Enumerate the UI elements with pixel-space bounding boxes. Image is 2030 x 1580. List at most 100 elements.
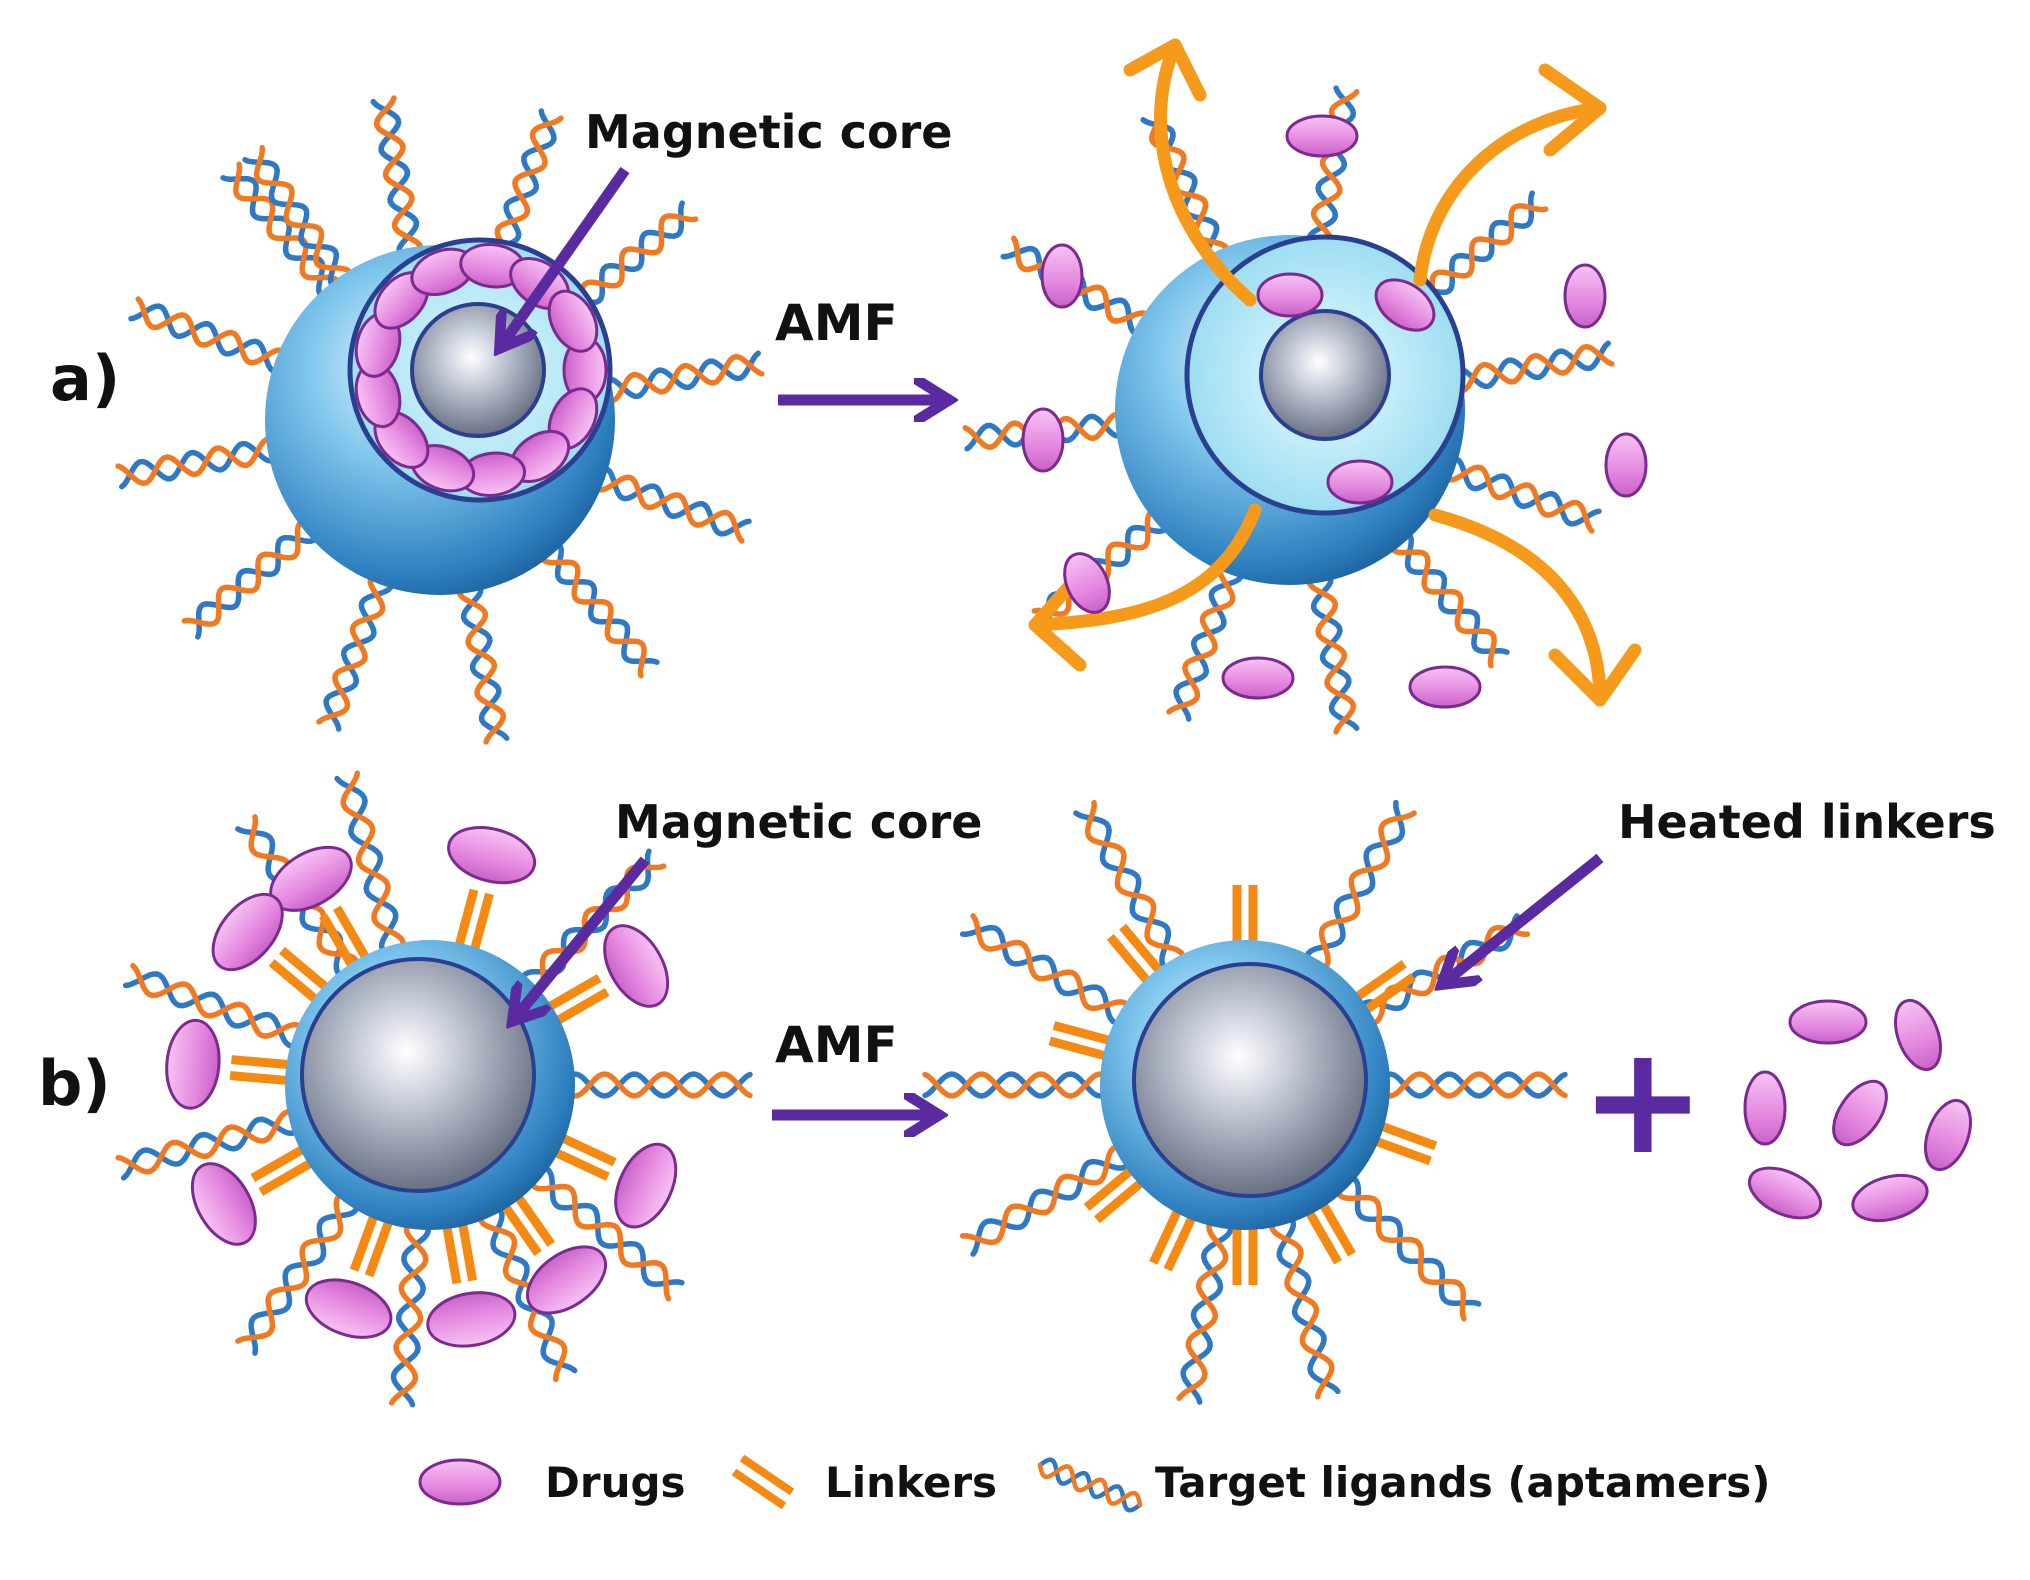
release-arrow	[1548, 643, 1642, 707]
linker	[319, 905, 374, 975]
drug	[1924, 1098, 1972, 1172]
legend-item-ligands: Target ligands (aptamers)	[1037, 1457, 1771, 1513]
linker	[547, 1130, 617, 1181]
callout-magnetic-core-b: Magnetic core	[615, 795, 982, 849]
magnetic-core-a1	[410, 302, 546, 438]
drug	[426, 1291, 517, 1348]
aptamer-ligand	[922, 1071, 1118, 1099]
aptamer-ligand	[1444, 340, 1615, 394]
release-arrow	[1028, 503, 1262, 632]
linker-icon	[731, 1454, 795, 1510]
linker	[1232, 885, 1258, 950]
drug	[1894, 998, 1942, 1072]
legend-label-linkers: Linkers	[825, 1458, 997, 1507]
drug	[1256, 272, 1324, 318]
linker	[1232, 1220, 1258, 1285]
linker	[229, 1055, 297, 1086]
drug	[1851, 1173, 1929, 1223]
release-arrow	[1538, 63, 1607, 157]
linker	[349, 1207, 396, 1278]
aptamer-ligand	[959, 1143, 1136, 1257]
aptamer-ligand	[370, 95, 424, 266]
aptamer-ligand	[557, 1071, 753, 1099]
legend-item-drugs: Drugs	[418, 1458, 686, 1507]
magnetic-core-a2	[1259, 309, 1391, 441]
linker	[1348, 960, 1417, 1018]
linker	[1367, 1119, 1438, 1166]
panel-b-label: b)	[38, 1047, 111, 1120]
drug	[1221, 656, 1295, 700]
callout-arrow-a	[502, 166, 630, 345]
drug	[447, 826, 537, 885]
linker	[1083, 1162, 1150, 1224]
drug	[1326, 459, 1394, 505]
release-arrow	[1123, 38, 1207, 102]
drug-ellipse-icon	[418, 1458, 502, 1506]
aptamer-ligand	[388, 1211, 431, 1408]
linker	[250, 1141, 320, 1196]
nanoparticle-b2	[1100, 940, 1390, 1230]
linker	[1301, 1195, 1356, 1265]
aptamer-ligand	[235, 1188, 361, 1356]
drug	[1021, 407, 1065, 473]
drug	[1063, 552, 1111, 614]
nanoparticle-b1	[285, 940, 575, 1230]
drug	[1604, 432, 1648, 498]
linker	[441, 1215, 478, 1285]
aptamer-ligand	[1166, 557, 1245, 722]
linker	[268, 946, 335, 1008]
aptamer-ligand	[1333, 1173, 1482, 1322]
plus-sign: +	[1580, 1014, 1706, 1188]
aptamer-ligand	[959, 913, 1136, 1027]
drug	[165, 1018, 221, 1110]
release-arrow	[1413, 101, 1607, 287]
aptamer-ligand	[115, 436, 286, 490]
linker	[452, 888, 494, 958]
drug	[603, 924, 670, 1008]
release-arrows-a	[1028, 38, 1642, 707]
aptamer-ligand	[128, 296, 293, 375]
aptamer-ligand	[587, 465, 752, 544]
legend-label-drugs: Drugs	[545, 1458, 686, 1507]
legend: Drugs Linkers Target ligands (aptamers)	[418, 1454, 1771, 1513]
aptamer-ligand	[242, 145, 354, 292]
callout-magnetic-core-a: Magnetic core	[585, 105, 952, 159]
release-arrow	[1428, 508, 1607, 707]
linker	[1149, 1202, 1200, 1272]
panel-b: b) Magnetic core AMF Heated linkers +	[38, 770, 1996, 1408]
release-arrow	[1028, 573, 1087, 672]
drug	[190, 1162, 257, 1246]
aptamer-helix-icon	[1037, 1457, 1143, 1513]
aptamer-ligand	[220, 161, 342, 301]
aptamer-ligand	[1437, 455, 1602, 534]
linkers-b2	[1048, 885, 1438, 1285]
aptamer-ligand	[1268, 1207, 1341, 1400]
aptamer-ligand	[1303, 799, 1417, 976]
drug-ring-a1	[354, 243, 608, 497]
panel-a: a) Magnetic core AMF	[50, 38, 1648, 745]
linker	[497, 1188, 555, 1257]
nanoparticle-a2	[1115, 234, 1466, 585]
aptamer-ligand	[115, 1108, 308, 1181]
drug	[1040, 243, 1084, 309]
aptamer-ligand	[538, 539, 660, 679]
aptamer-ligand	[334, 770, 407, 963]
panel-a-label: a)	[50, 342, 120, 415]
release-arrow	[1154, 38, 1257, 307]
aptamer-ligand	[181, 518, 321, 640]
aptamer-ligand	[316, 567, 395, 732]
drug	[1832, 1079, 1888, 1147]
released-drug-cluster	[1743, 998, 1972, 1223]
linkers-b1	[229, 888, 617, 1285]
aptamer-ligand	[594, 350, 765, 404]
drug	[1788, 999, 1868, 1045]
callout-heated-linkers: Heated linkers	[1618, 795, 1996, 849]
legend-item-linkers: Linkers	[731, 1454, 997, 1510]
drug	[547, 289, 599, 353]
ligands-b1	[115, 770, 753, 1408]
attached-drugs-b1	[165, 826, 678, 1348]
magnetic-core-b2	[1132, 962, 1368, 1198]
aptamer-ligand	[122, 962, 311, 1050]
aptamer-ligand	[1176, 1210, 1234, 1405]
